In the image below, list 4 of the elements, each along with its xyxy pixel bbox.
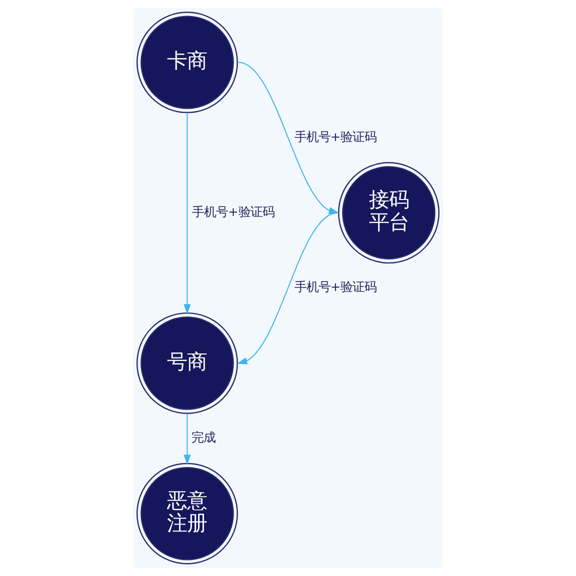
edge-label: 手机号+验证码 [294,130,377,144]
edge-label: 手机号+验证码 [192,204,274,219]
edge-label: 完成 [192,430,216,445]
edge-label: 手机号+验证码 [294,280,377,294]
